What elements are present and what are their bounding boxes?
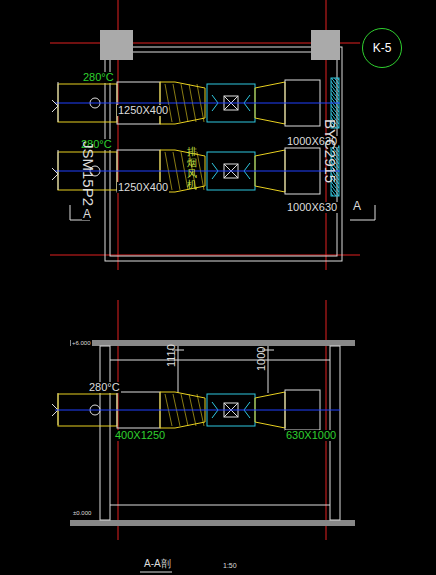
drawing-label: 280°C: [88, 382, 121, 393]
drawing-label: +6.000: [71, 340, 92, 346]
drawing-label: ±0.000: [72, 510, 92, 516]
drawing-label: 400X1250: [114, 430, 166, 441]
drawing-label: A: [82, 208, 92, 220]
drawing-label: 1110: [166, 343, 177, 368]
drawing-label: 280°C: [82, 72, 115, 83]
drawing-label: 1250X400: [117, 105, 169, 116]
drawing-label: JSM15P2: [81, 140, 96, 207]
drawing-label: 1250X400: [117, 182, 169, 193]
drawing-label: 排烟风机: [186, 146, 198, 190]
drawing-label: A-A剖: [143, 559, 172, 569]
drawing-label: 1:50: [222, 562, 238, 569]
drawing-label: 1000X630: [286, 202, 338, 213]
drawing-label: 630X1000: [285, 430, 337, 441]
circle-label: K-5: [373, 41, 392, 55]
reference-circle: K-5: [362, 28, 402, 68]
drawing-label: 1000: [256, 346, 267, 372]
drawing-label: BYC2915: [323, 118, 338, 184]
drawing-label: A: [352, 200, 362, 212]
